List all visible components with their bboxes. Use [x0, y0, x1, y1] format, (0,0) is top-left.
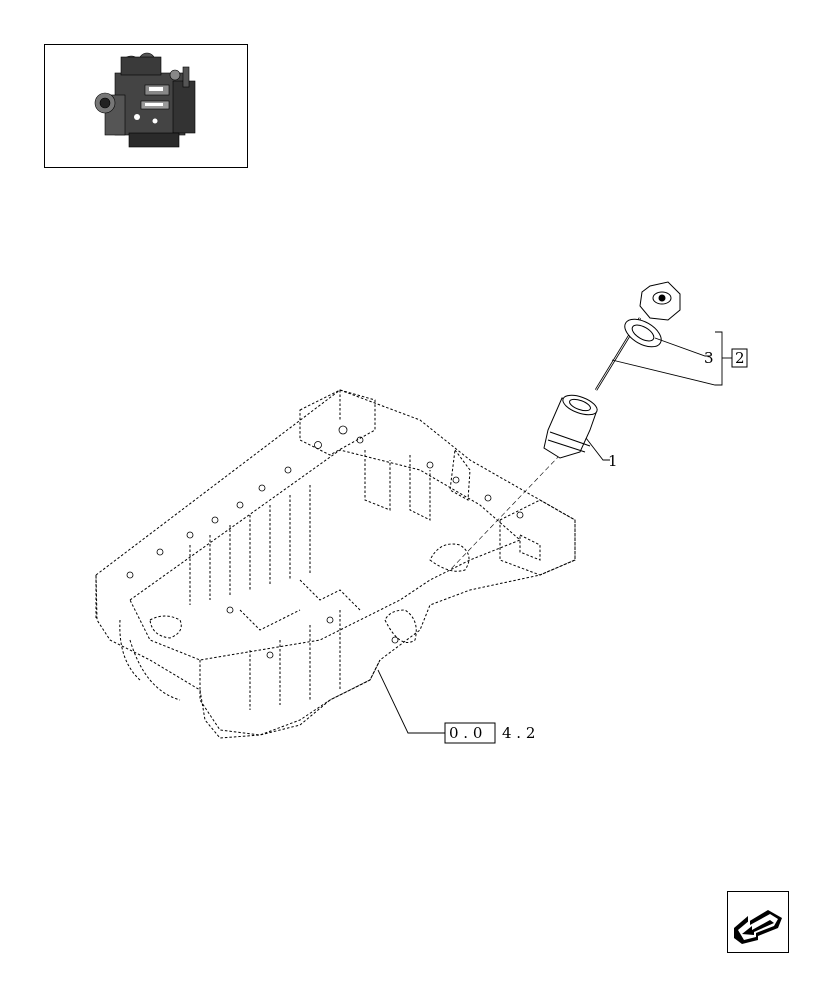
callout-3: 3	[704, 349, 714, 367]
oil-sump-outline	[95, 389, 576, 739]
boxed-ref-2[interactable]: 2	[735, 349, 745, 367]
leader-lines	[377, 331, 732, 734]
dipstick-tube[interactable]	[543, 391, 600, 459]
engine-icon	[94, 52, 196, 148]
callout-1: 1	[608, 452, 618, 470]
bolt-holes	[126, 425, 524, 659]
group-ref-box	[444, 722, 496, 744]
group-ref-box-text[interactable]: 0 . 0	[449, 724, 482, 742]
back-navigation-button[interactable]	[727, 891, 789, 953]
back-arrow-icon	[734, 910, 782, 944]
group-ref-suffix: 4 . 2	[502, 724, 535, 742]
dipstick-with-cap[interactable]	[594, 281, 681, 391]
engine-thumbnail[interactable]	[44, 44, 248, 168]
boxed-ref-2-frame	[731, 348, 748, 368]
assembly-axis-line	[449, 454, 561, 571]
